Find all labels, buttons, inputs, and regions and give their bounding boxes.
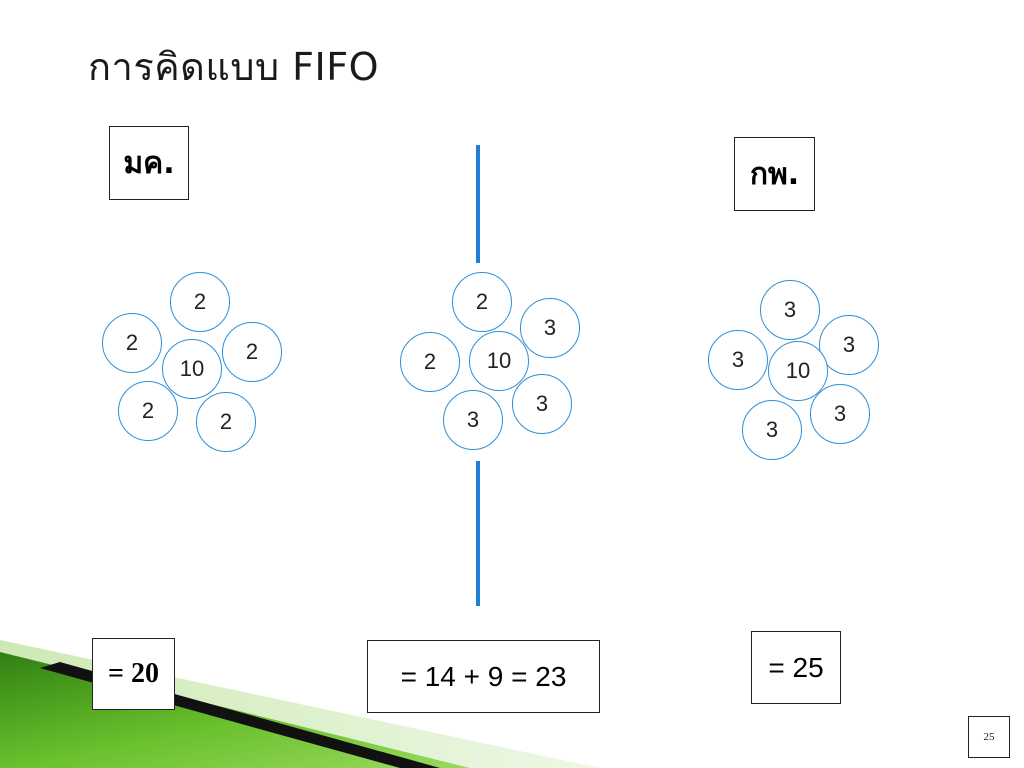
unit-circle: 3 [708, 330, 768, 390]
unit-circle: 3 [520, 298, 580, 358]
unit-circle: 2 [170, 272, 230, 332]
unit-circle: 2 [118, 381, 178, 441]
unit-circle: 2 [400, 332, 460, 392]
unit-circle: 2 [196, 392, 256, 452]
center-circle: 10 [469, 331, 529, 391]
center-circle: 10 [768, 341, 828, 401]
divider-line-bottom [476, 461, 480, 606]
center-circle: 10 [162, 339, 222, 399]
unit-circle: 3 [819, 315, 879, 375]
month-label-feb: กพ. [734, 137, 815, 211]
unit-circle: 3 [512, 374, 572, 434]
result-middle: = 14 + 9 = 23 [367, 640, 600, 713]
unit-circle: 2 [452, 272, 512, 332]
month-label-jan: มค. [109, 126, 189, 200]
unit-circle: 2 [102, 313, 162, 373]
unit-circle: 3 [760, 280, 820, 340]
result-jan: = 20 [92, 638, 175, 710]
unit-circle: 3 [810, 384, 870, 444]
unit-circle: 3 [742, 400, 802, 460]
page-title: การคิดแบบ FIFO [88, 45, 379, 89]
unit-circle: 2 [222, 322, 282, 382]
page-number: 25 [968, 716, 1010, 758]
divider-line-top [476, 145, 480, 263]
unit-circle: 3 [443, 390, 503, 450]
result-feb: = 25 [751, 631, 841, 704]
